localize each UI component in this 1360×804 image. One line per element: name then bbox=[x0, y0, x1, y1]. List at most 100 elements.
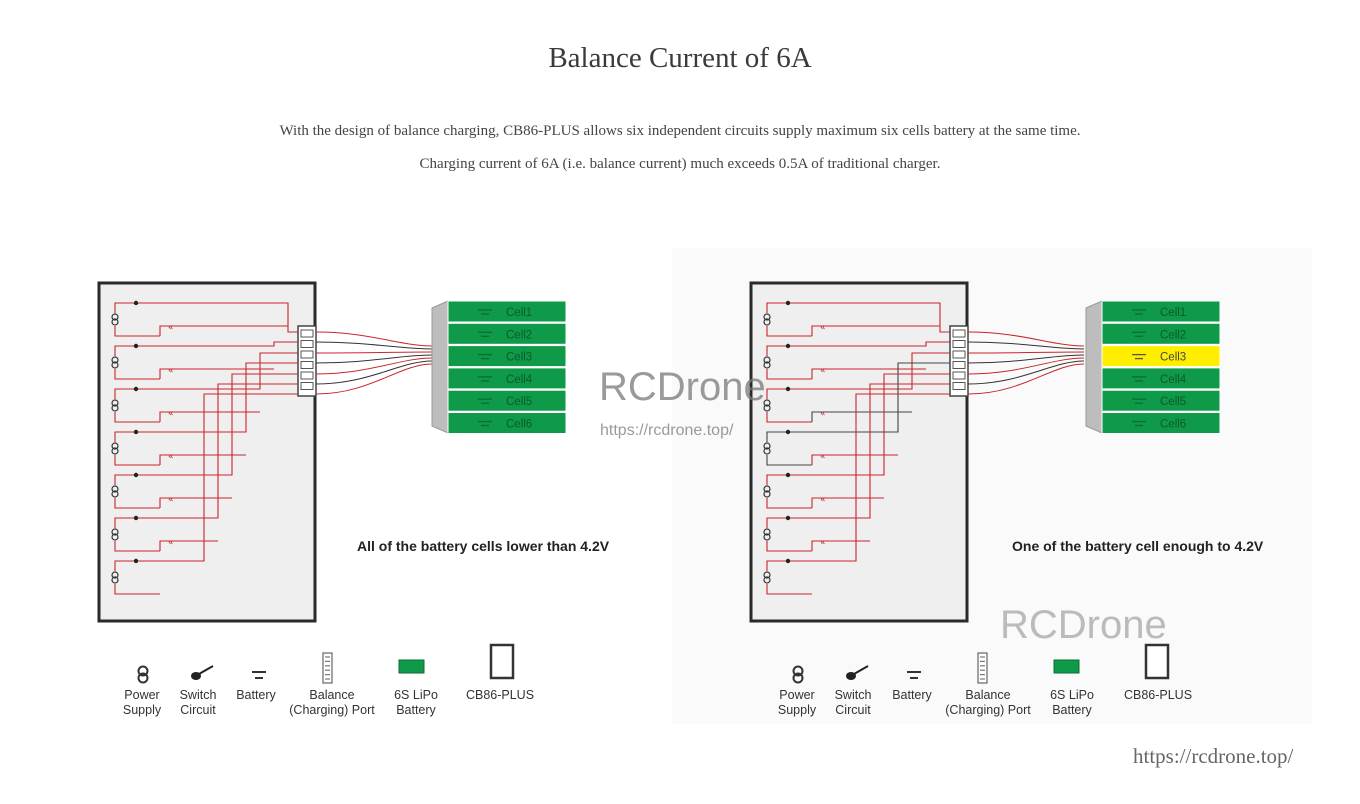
battery-cell bbox=[447, 345, 567, 368]
power-supply-icon bbox=[137, 665, 149, 677]
connector-pin bbox=[952, 371, 966, 380]
connector-pin bbox=[300, 340, 314, 348]
charger-box bbox=[97, 281, 317, 623]
current-arrow: « bbox=[168, 409, 174, 419]
battery-cell bbox=[447, 412, 567, 434]
switch-circuit-icon bbox=[133, 300, 139, 306]
legend-label-lipo-battery: 6S LiPo Battery bbox=[394, 688, 438, 717]
circuit-wire bbox=[114, 373, 298, 485]
battery-cell bbox=[447, 300, 567, 323]
balance-wire bbox=[967, 331, 1085, 347]
power-supply-icon bbox=[111, 318, 119, 326]
power-supply-icon bbox=[137, 672, 149, 684]
power-supply-icon bbox=[111, 571, 119, 579]
current-arrow: « bbox=[168, 495, 174, 505]
diagram-caption: All of the battery cells lower than 4.2V bbox=[357, 538, 610, 554]
connector-pin bbox=[300, 329, 314, 338]
current-arrow: « bbox=[820, 495, 826, 505]
current-arrow: « bbox=[168, 452, 174, 462]
circuit-wire bbox=[114, 455, 160, 466]
current-arrow: « bbox=[168, 366, 174, 376]
circuit-wire bbox=[114, 369, 160, 380]
battery-cell bbox=[1101, 322, 1221, 345]
power-supply-icon bbox=[111, 447, 119, 455]
power-supply-icon bbox=[792, 672, 804, 684]
circuit-wire bbox=[114, 412, 160, 423]
balance-wire bbox=[315, 341, 433, 350]
circuit-wire bbox=[766, 352, 950, 399]
circuit-wire bbox=[159, 325, 288, 336]
balance-wire bbox=[315, 357, 433, 375]
circuit-wire bbox=[811, 411, 912, 422]
circuit-wire bbox=[114, 302, 298, 333]
power-supply-icon bbox=[763, 571, 771, 579]
connector-pin bbox=[300, 350, 314, 359]
power-supply-icon bbox=[111, 490, 119, 498]
power-supply-icon bbox=[763, 533, 771, 541]
cell-label: Cell2 bbox=[506, 329, 532, 341]
cell-label: Cell1 bbox=[1160, 307, 1186, 319]
balance-wire bbox=[315, 351, 433, 354]
power-supply-icon bbox=[763, 356, 771, 364]
switch-circuit-icon bbox=[785, 343, 791, 349]
battery-pack-side bbox=[431, 300, 449, 434]
cell-label: Cell1 bbox=[506, 307, 532, 319]
connector-pin bbox=[952, 361, 966, 369]
legend-label-balance-port: Balance (Charging) Port bbox=[289, 688, 375, 717]
current-arrow: « bbox=[820, 409, 826, 419]
current-arrow: « bbox=[820, 366, 826, 376]
balance-port-icon bbox=[977, 652, 988, 684]
power-supply-icon bbox=[763, 318, 771, 326]
switch-circuit-icon bbox=[198, 665, 214, 675]
switch-circuit-icon bbox=[133, 472, 139, 478]
cell-label: Cell2 bbox=[1160, 329, 1186, 341]
balance-wire bbox=[967, 357, 1085, 375]
power-supply-icon bbox=[763, 528, 771, 536]
power-supply-icon bbox=[763, 485, 771, 493]
battery-cell bbox=[447, 322, 567, 345]
circuit-wire bbox=[811, 497, 884, 508]
charger-box bbox=[749, 281, 969, 623]
battery-cell bbox=[1101, 345, 1221, 368]
cb86-plus-icon bbox=[1144, 643, 1170, 680]
balance-wire bbox=[315, 331, 433, 347]
balance-wire bbox=[967, 351, 1085, 354]
circuit-wire bbox=[766, 326, 812, 337]
switch-circuit-icon bbox=[191, 672, 201, 680]
current-arrow: « bbox=[820, 452, 826, 462]
connector-pin bbox=[952, 340, 966, 348]
battery-cell bbox=[1101, 389, 1221, 412]
current-arrow: « bbox=[820, 323, 826, 333]
circuit-wire bbox=[114, 362, 298, 442]
circuit-wire bbox=[114, 341, 298, 356]
legend-label-switch-circuit: Switch Circuit bbox=[834, 688, 872, 717]
lipo-battery-icon bbox=[1053, 659, 1080, 674]
battery-cell bbox=[447, 367, 567, 390]
circuit-wire bbox=[114, 541, 160, 552]
connector-pin bbox=[300, 361, 314, 369]
legend-label-cb86-plus: CB86-PLUS bbox=[1123, 688, 1193, 702]
circuit-wire bbox=[766, 383, 950, 528]
circuit-wire bbox=[766, 584, 812, 595]
circuit-wire bbox=[811, 540, 870, 551]
current-arrow: « bbox=[168, 323, 174, 333]
legend-label-lipo-battery: 6S LiPo Battery bbox=[1050, 688, 1094, 717]
circuit-wire bbox=[766, 302, 950, 333]
power-supply-icon bbox=[111, 313, 119, 321]
current-arrow: « bbox=[820, 538, 826, 548]
cell-label: Cell6 bbox=[506, 419, 532, 431]
cell-label: Cell5 bbox=[506, 396, 532, 408]
power-supply-icon bbox=[792, 665, 804, 677]
cell-label: Cell3 bbox=[1160, 352, 1186, 364]
legend-label-battery: Battery bbox=[892, 688, 932, 702]
circuit-wire bbox=[114, 584, 160, 595]
balance-wire bbox=[967, 354, 1085, 364]
battery-pack-side bbox=[1085, 300, 1103, 434]
circuit-wire bbox=[766, 498, 812, 509]
circuit-wire bbox=[766, 369, 812, 380]
circuit-wire bbox=[114, 498, 160, 509]
